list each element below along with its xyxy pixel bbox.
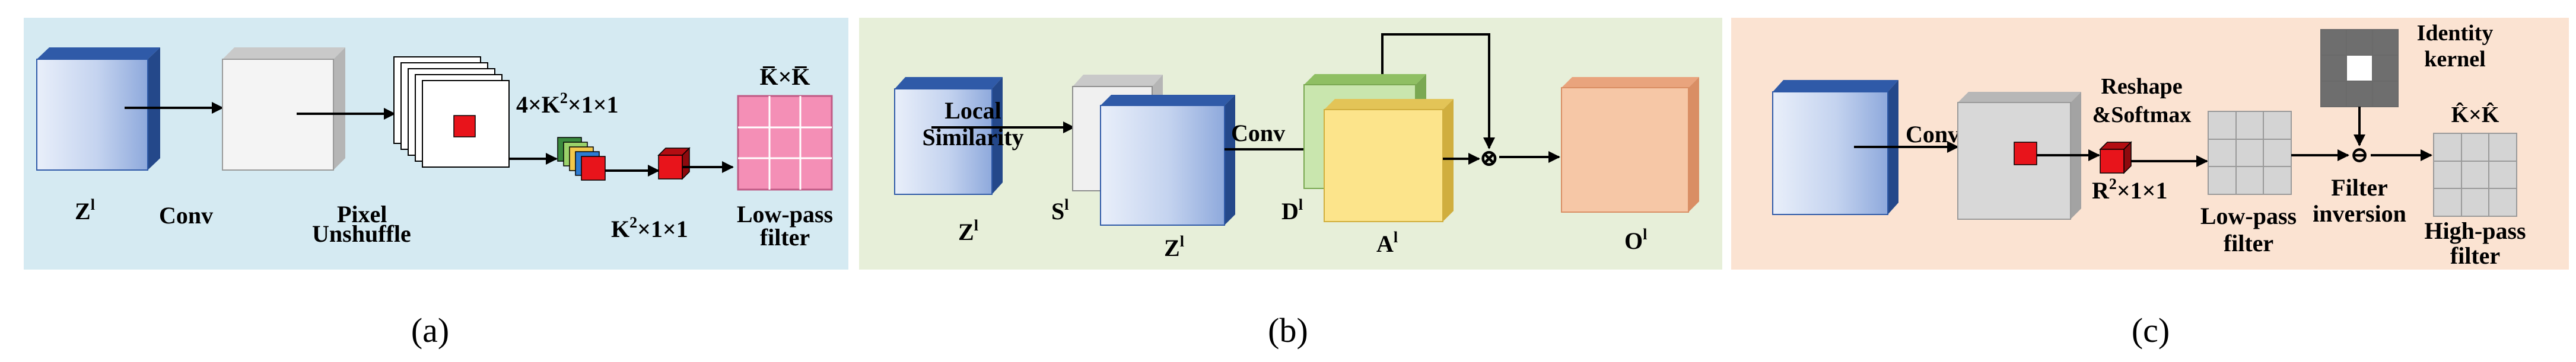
highpass-label-1: High-pass — [2424, 217, 2526, 244]
lowpass-label-1: Low-pass — [737, 201, 833, 228]
conv-label: Conv — [1231, 120, 1285, 146]
conv-label: Conv — [1906, 121, 1960, 148]
highpass-filter-grid — [2433, 133, 2517, 217]
r-dim-label: R2×1×1 — [2092, 175, 2167, 204]
feature-cube-z-front — [1100, 95, 1235, 226]
khat-label: K̂×K̂ — [2451, 102, 2499, 127]
conv-cube — [222, 47, 345, 171]
lowpass-filter-grid — [2208, 111, 2292, 195]
panel-b: Local Similarity Zl Sl Zl Conv Dl — [859, 18, 1722, 270]
caption-b: (b) — [1268, 311, 1308, 350]
red-cube — [2099, 141, 2132, 174]
panel-a: Zl Conv Pixel Unshuffle 4×K2×1 — [24, 18, 848, 270]
filter-inversion-label-2: inversion — [2313, 200, 2406, 227]
feature-cube-z — [1772, 80, 1898, 215]
caption-a: (a) — [411, 311, 449, 350]
lowpass-label-2: filter — [760, 224, 810, 251]
z-label: Zl — [958, 217, 978, 245]
conv-red-pixel — [2014, 142, 2037, 165]
dim-4k2-label: 4×K2×1×1 — [516, 89, 619, 118]
identity-label-2: kernel — [2424, 47, 2485, 72]
skip-connection — [1381, 33, 1495, 149]
unshuffle-label: Unshuffle — [312, 220, 411, 247]
a-label: Al — [1376, 229, 1398, 257]
lowpass-filter-grid — [737, 95, 833, 191]
d-label: Dl — [1281, 196, 1303, 225]
feature-cube-z — [894, 77, 1003, 195]
dim-k2-label: K2×1×1 — [611, 214, 688, 242]
identity-label-1: Identity — [2417, 21, 2494, 46]
panel-c: Conv Reshape &Softmax R2×1×1 Low-pass fi — [1731, 18, 2569, 270]
softmax-label: &Softmax — [2092, 102, 2192, 127]
pixel-label: Pixel — [337, 201, 387, 228]
channel-stack — [557, 137, 606, 181]
lowpass-label-2: filter — [2224, 230, 2273, 257]
z-label: Zl — [75, 196, 95, 225]
unshuffle-stack — [393, 56, 510, 168]
o-label: Ol — [1624, 226, 1647, 254]
reshape-label: Reshape — [2101, 74, 2182, 99]
filter-inversion-label-1: Filter — [2331, 174, 2388, 201]
kbar-label: K̅×K̅ — [759, 63, 810, 90]
unshuffle-red-pixel — [453, 115, 476, 137]
conv-label: Conv — [159, 202, 213, 229]
multiply-symbol: ⊗ — [1479, 145, 1499, 171]
local-label: Local — [944, 97, 1001, 124]
s-label: Sl — [1051, 196, 1068, 225]
caption-c: (c) — [2132, 311, 2170, 350]
red-cube — [657, 147, 691, 180]
subtract-symbol: ⊖ — [2350, 143, 2369, 168]
cube-o — [1561, 77, 1699, 213]
cube-a — [1324, 99, 1454, 222]
identity-kernel-grid — [2320, 29, 2399, 107]
z-front-label: Zl — [1164, 233, 1184, 261]
feature-cube-z — [36, 47, 160, 171]
highpass-label-2: filter — [2450, 242, 2500, 269]
lowpass-label-1: Low-pass — [2200, 203, 2297, 229]
